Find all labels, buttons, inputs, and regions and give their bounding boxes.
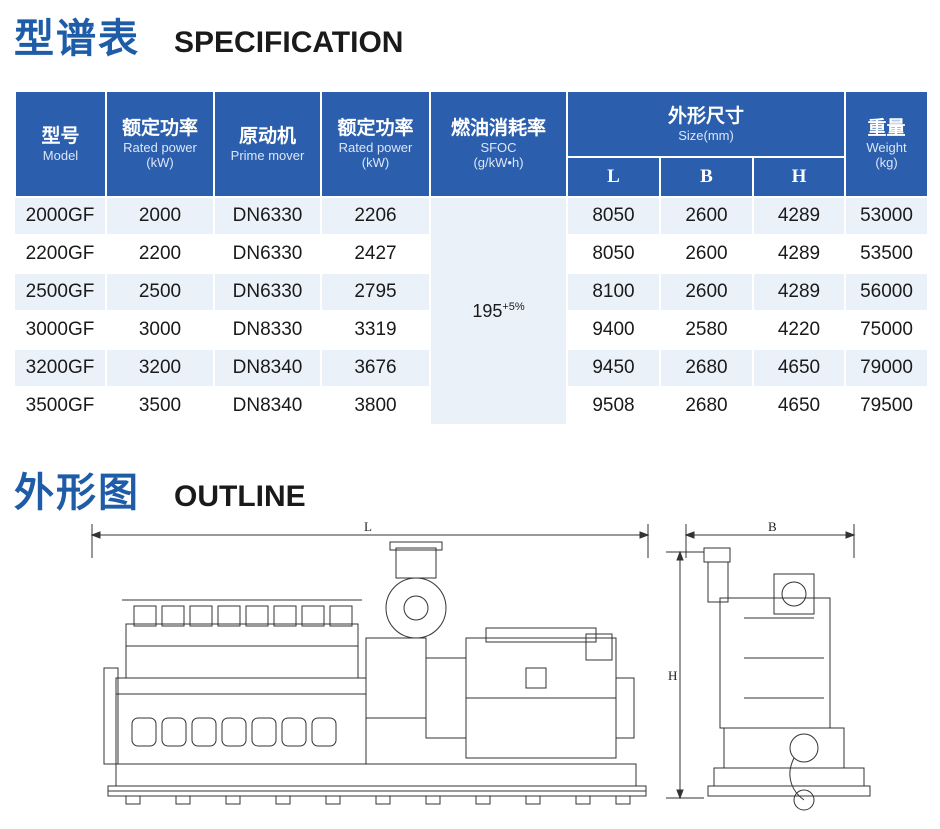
cell-model: 3500GF: [15, 387, 107, 426]
cell-size-l: 9450: [567, 349, 661, 388]
header-size-l: L: [566, 156, 661, 198]
cell-engine-rated-power: 3800: [321, 387, 431, 426]
header-prime-mover: 原动机 Prime mover: [213, 90, 322, 198]
cell-size-l: 9508: [567, 387, 661, 426]
cell-model: 2000GF: [15, 197, 107, 236]
cell-size-b: 2580: [660, 311, 754, 350]
outline-section-title: 外形图 OUTLINE: [14, 460, 306, 518]
header-sfoc: 燃油消耗率 SFOC (g/kW•h): [429, 90, 568, 198]
cell-prime-mover: DN8340: [214, 349, 322, 388]
cell-size-h: 4289: [753, 197, 847, 236]
cell-model: 2200GF: [15, 235, 107, 274]
cell-size-l: 9400: [567, 311, 661, 350]
header-size-h: H: [751, 156, 847, 198]
cell-rated-power: 2500: [106, 273, 215, 312]
cell-rated-power: 2000: [106, 197, 215, 236]
dim-label-h: H: [668, 668, 677, 683]
cell-prime-mover: DN8330: [214, 311, 322, 350]
header-size: 外形尺寸 Size(mm): [565, 90, 847, 158]
cell-size-l: 8050: [567, 235, 661, 274]
cell-prime-mover: DN8340: [214, 387, 322, 426]
header-model: 型号 Model: [14, 90, 107, 198]
cell-engine-rated-power: 2427: [321, 235, 431, 274]
spec-title-zh: 型谱表: [14, 15, 140, 62]
spec-title-en: SPECIFICATION: [174, 26, 404, 59]
cell-size-h: 4220: [753, 311, 847, 350]
cell-model: 2500GF: [15, 273, 107, 312]
cell-size-h: 4289: [753, 273, 847, 312]
cell-rated-power: 2200: [106, 235, 215, 274]
cell-size-b: 2680: [660, 349, 754, 388]
cell-sfoc: 195+5%: [430, 197, 568, 426]
cell-weight: 79500: [845, 387, 930, 426]
cell-model: 3000GF: [15, 311, 107, 350]
sfoc-value: 195: [472, 300, 503, 321]
cell-prime-mover: DN6330: [214, 273, 322, 312]
cell-weight: 56000: [845, 273, 930, 312]
header-engine-rated-power: 额定功率 Rated power (kW): [320, 90, 431, 198]
cell-size-b: 2600: [660, 273, 754, 312]
cell-rated-power: 3500: [106, 387, 215, 426]
cell-engine-rated-power: 2795: [321, 273, 431, 312]
cell-weight: 75000: [845, 311, 930, 350]
dim-label-l: L: [364, 519, 372, 534]
sfoc-tolerance: +5%: [502, 300, 525, 313]
header-size-b: B: [659, 156, 754, 198]
cell-engine-rated-power: 3319: [321, 311, 431, 350]
header-rated-power: 额定功率 Rated power (kW): [105, 90, 215, 198]
cell-prime-mover: DN6330: [214, 197, 322, 236]
cell-size-h: 4289: [753, 235, 847, 274]
cell-size-l: 8100: [567, 273, 661, 312]
spec-section-title: 型谱表 SPECIFICATION: [14, 6, 403, 64]
end-view-drawing: B H: [664, 518, 874, 818]
cell-weight: 53000: [845, 197, 930, 236]
cell-size-h: 4650: [753, 387, 847, 426]
cell-size-b: 2680: [660, 387, 754, 426]
cell-engine-rated-power: 2206: [321, 197, 431, 236]
cell-size-b: 2600: [660, 197, 754, 236]
cell-size-h: 4650: [753, 349, 847, 388]
spec-table: 型号 Model 额定功率 Rated power (kW) 原动机 Prime…: [14, 90, 930, 426]
cell-prime-mover: DN6330: [214, 235, 322, 274]
dim-label-b: B: [768, 519, 777, 534]
header-weight: 重量 Weight (kg): [844, 90, 930, 198]
cell-size-b: 2600: [660, 235, 754, 274]
cell-size-l: 8050: [567, 197, 661, 236]
cell-engine-rated-power: 3676: [321, 349, 431, 388]
cell-rated-power: 3200: [106, 349, 215, 388]
cell-weight: 79000: [845, 349, 930, 388]
cell-rated-power: 3000: [106, 311, 215, 350]
side-view-drawing: L: [86, 518, 656, 818]
outline-title-zh: 外形图: [14, 469, 140, 516]
outline-title-en: OUTLINE: [174, 480, 306, 513]
cell-model: 3200GF: [15, 349, 107, 388]
cell-weight: 53500: [845, 235, 930, 274]
